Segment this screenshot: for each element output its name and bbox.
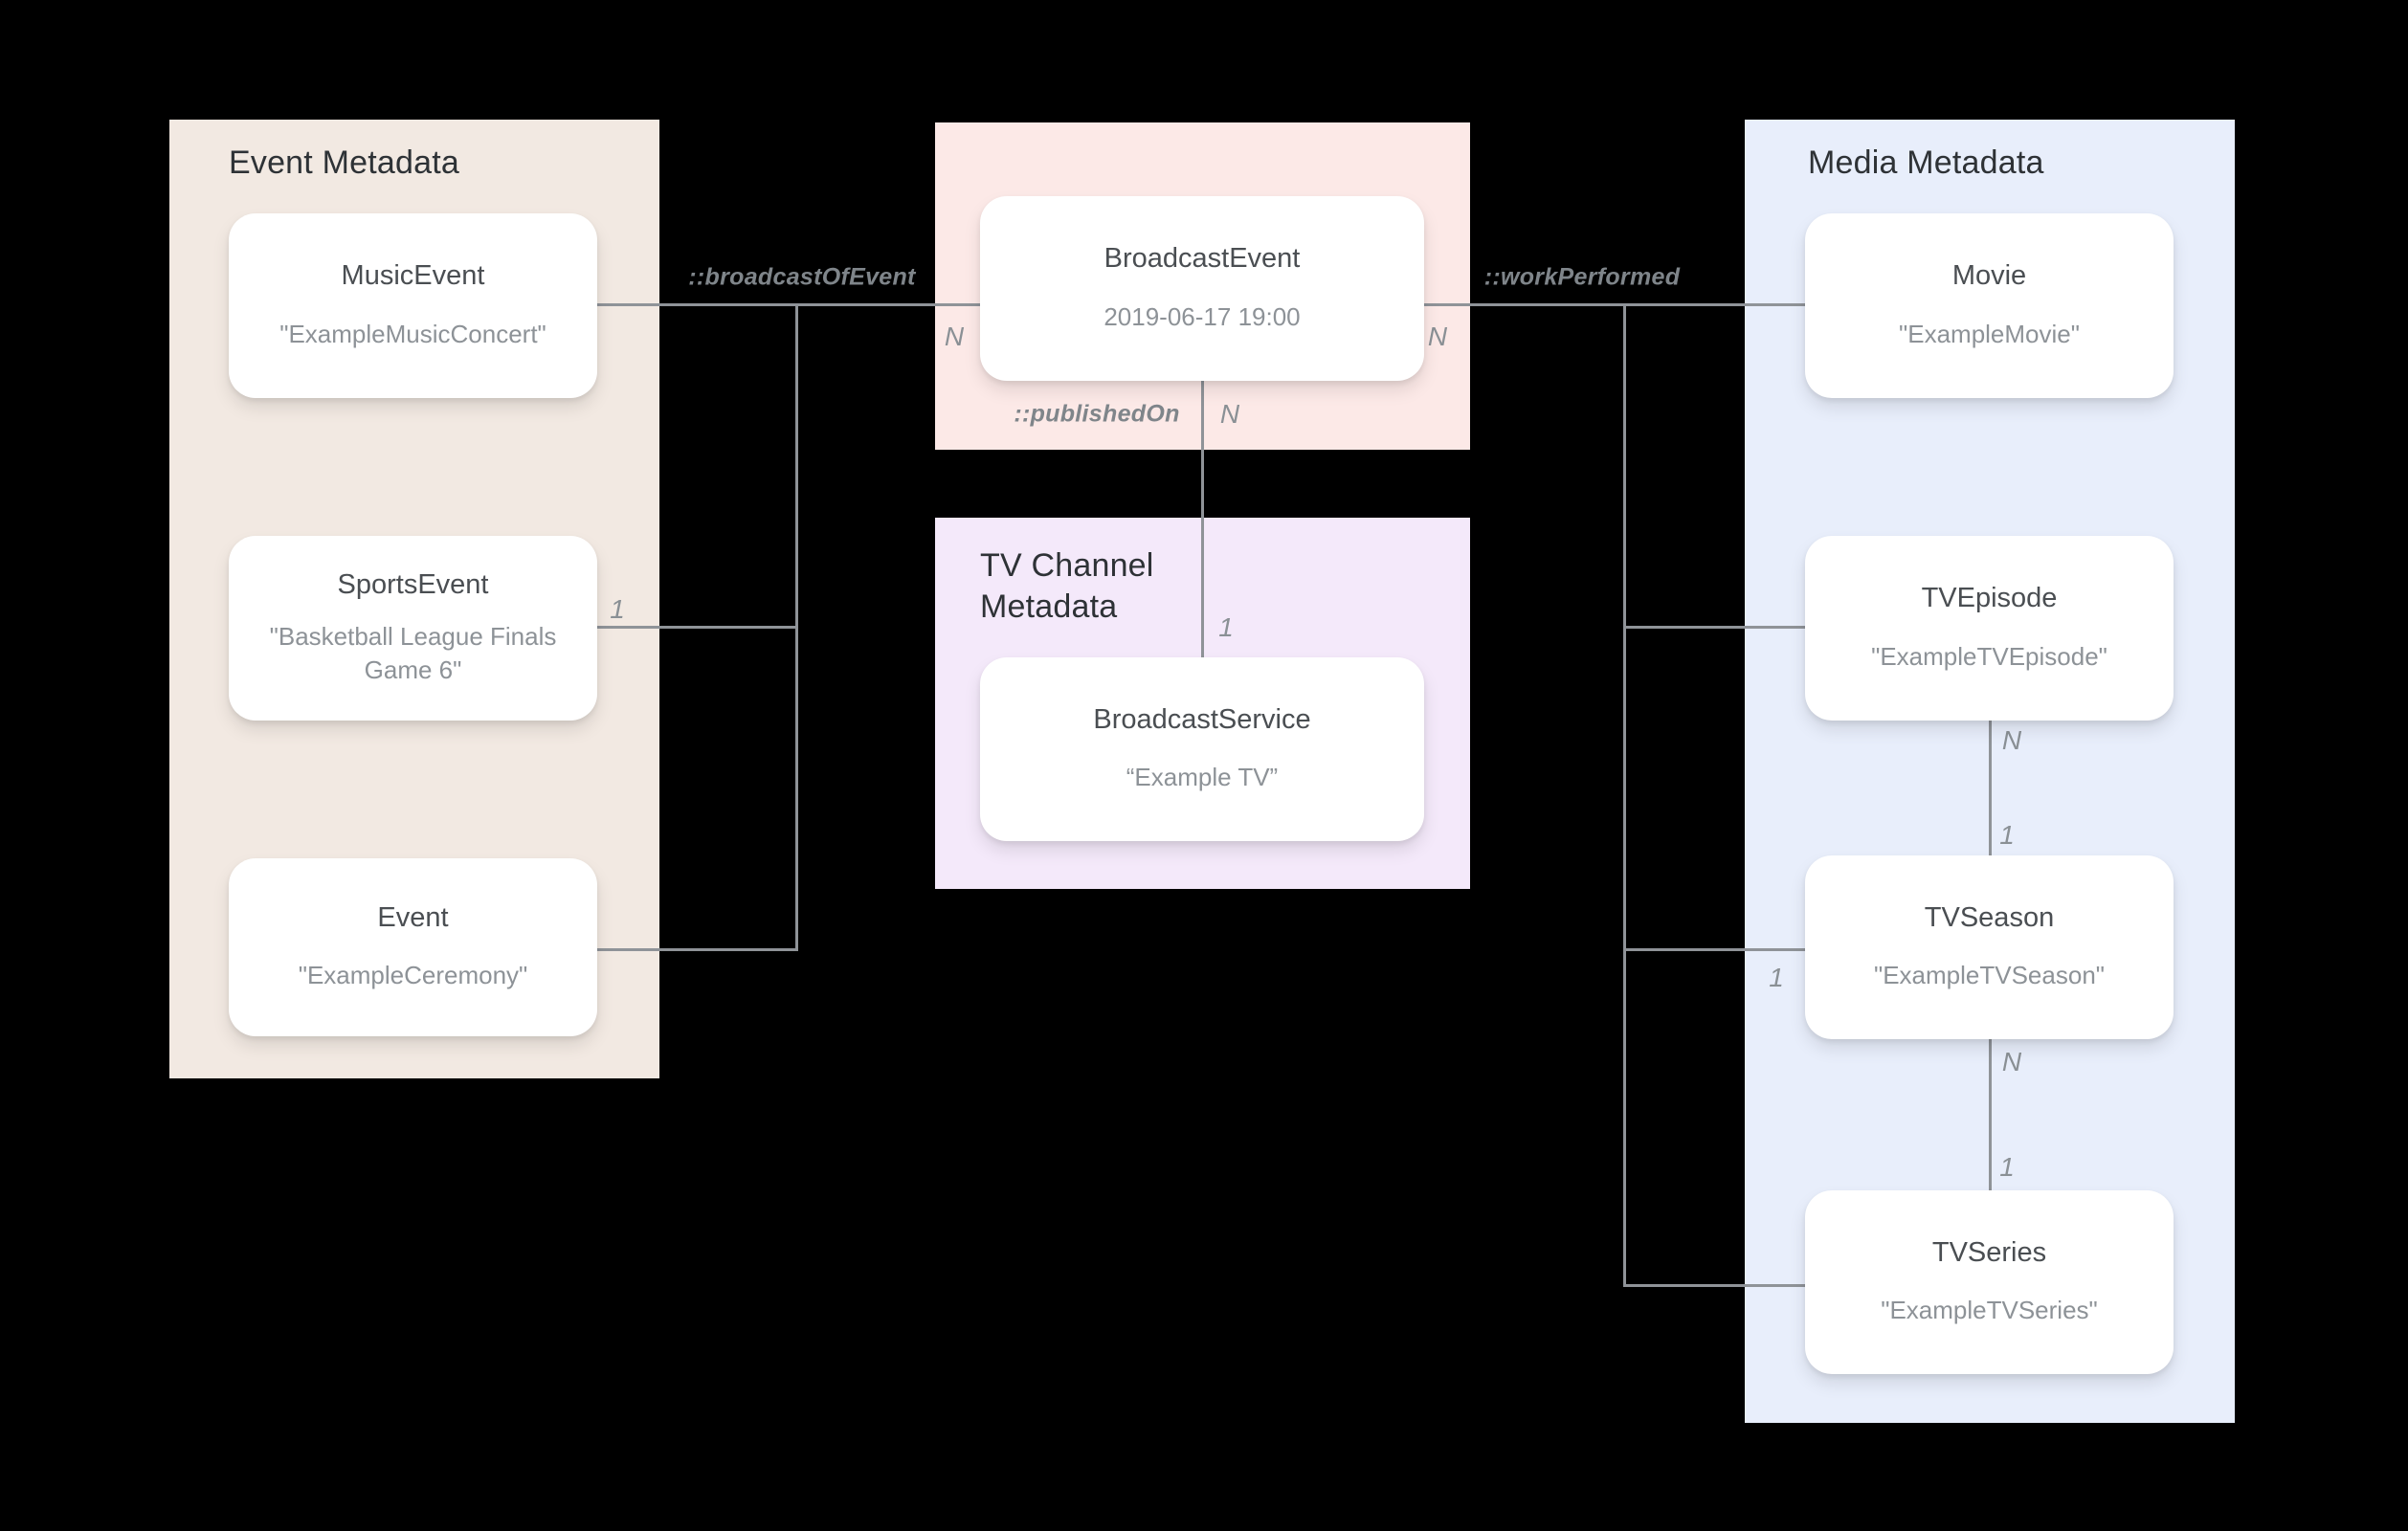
node-movie: Movie "ExampleMovie" bbox=[1805, 213, 2174, 398]
relation-label-published-on: ::publishedOn bbox=[1014, 400, 1180, 428]
node-subtitle: "ExampleMusicConcert" bbox=[279, 319, 546, 348]
cardinality-season-series-n: N bbox=[2001, 1047, 2022, 1076]
cardinality-published-on-n: N bbox=[1219, 399, 1240, 429]
relation-label-work-performed: ::workPerformed bbox=[1483, 263, 1681, 291]
connector-tvseason-tvseries bbox=[1989, 1039, 1992, 1190]
connector-right-trunk bbox=[1623, 303, 1626, 1287]
node-title: TVEpisode bbox=[1921, 583, 2058, 614]
node-title: SportsEvent bbox=[337, 568, 489, 600]
connector-sportsevent-trunk bbox=[597, 626, 798, 629]
node-title: TVSeries bbox=[1931, 1236, 2047, 1268]
panel-title-media-metadata: Media Metadata bbox=[1808, 144, 2044, 181]
node-subtitle: "ExampleTVEpisode" bbox=[1871, 641, 2107, 671]
node-title: MusicEvent bbox=[341, 260, 485, 292]
node-subtitle: “Example TV” bbox=[1126, 763, 1279, 792]
cardinality-tvseason-branch-1: 1 bbox=[1769, 963, 1784, 992]
node-title: BroadcastService bbox=[1093, 703, 1311, 735]
connector-event-trunk bbox=[597, 948, 798, 951]
cardinality-sportsevent-1: 1 bbox=[610, 594, 625, 624]
connector-trunk-tvseries bbox=[1623, 1284, 1806, 1287]
node-tv-episode: TVEpisode "ExampleTVEpisode" bbox=[1805, 536, 2174, 721]
connector-broadcastevent-broadcastservice bbox=[1201, 381, 1204, 658]
cardinality-episode-season-n: N bbox=[2001, 725, 2022, 755]
node-subtitle: "ExampleTVSeries" bbox=[1881, 1296, 2098, 1325]
node-subtitle: "ExampleMovie" bbox=[1899, 319, 2080, 348]
connector-trunk-tvseason bbox=[1623, 948, 1805, 951]
connector-broadcastevent-movie bbox=[1424, 303, 1805, 306]
panel-title-tv-channel-metadata: TV Channel Metadata bbox=[980, 547, 1154, 625]
node-tv-series: TVSeries "ExampleTVSeries" bbox=[1805, 1190, 2174, 1374]
node-broadcast-service: BroadcastService “Example TV” bbox=[980, 657, 1424, 841]
connector-left-trunk bbox=[795, 303, 798, 951]
node-subtitle: "Basketball League Finals Game 6" bbox=[269, 622, 557, 685]
cardinality-broadcastevent-left-n: N bbox=[944, 322, 965, 351]
panel-title-event-metadata: Event Metadata bbox=[229, 144, 459, 181]
connector-tvepisode-tvseason bbox=[1989, 721, 1992, 855]
node-title: Movie bbox=[1951, 260, 2027, 292]
node-tv-season: TVSeason "ExampleTVSeason" bbox=[1805, 855, 2174, 1039]
node-subtitle: "ExampleCeremony" bbox=[298, 961, 528, 990]
relation-label-broadcast-of-event: ::broadcastOfEvent bbox=[688, 263, 916, 291]
cardinality-episode-season-1: 1 bbox=[1999, 820, 2015, 850]
node-subtitle: 2019-06-17 19:00 bbox=[1104, 301, 1301, 331]
connector-musicevent-broadcastevent bbox=[597, 303, 980, 306]
node-music-event: MusicEvent "ExampleMusicConcert" bbox=[229, 213, 597, 398]
connector-trunk-tvepisode bbox=[1623, 626, 1805, 629]
node-subtitle: "ExampleTVSeason" bbox=[1873, 961, 2106, 990]
node-title: TVSeason bbox=[1924, 901, 2055, 933]
cardinality-published-on-1: 1 bbox=[1218, 612, 1234, 642]
node-event: Event "ExampleCeremony" bbox=[229, 858, 597, 1036]
node-sports-event: SportsEvent "Basketball League Finals Ga… bbox=[229, 536, 597, 721]
node-broadcast-event: BroadcastEvent 2019-06-17 19:00 bbox=[980, 196, 1424, 381]
node-title: BroadcastEvent bbox=[1104, 243, 1301, 275]
cardinality-broadcastevent-right-n: N bbox=[1427, 322, 1448, 351]
node-title: Event bbox=[377, 901, 449, 933]
cardinality-season-series-1: 1 bbox=[1999, 1152, 2015, 1182]
